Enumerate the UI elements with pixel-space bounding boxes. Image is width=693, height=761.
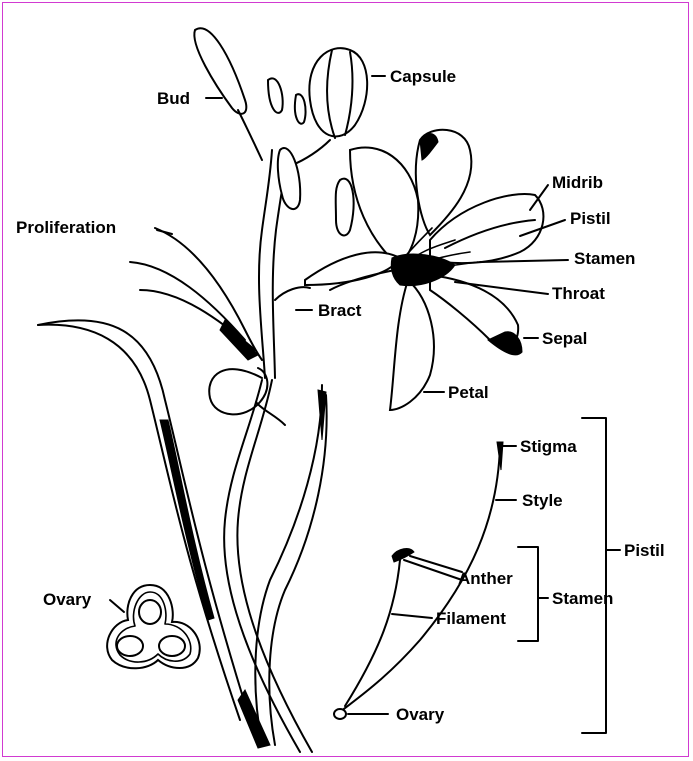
label-bract: Bract — [318, 301, 362, 320]
label-stamen-group: Stamen — [552, 589, 613, 608]
label-pistil: Pistil — [570, 209, 611, 228]
label-bud: Bud — [157, 89, 190, 108]
leaf-base-shading — [238, 690, 270, 748]
filament-shape — [345, 560, 400, 706]
label-throat: Throat — [552, 284, 605, 303]
long-leaf-shading — [160, 420, 214, 620]
upper-stem-left — [259, 150, 272, 378]
ovary-locule-1 — [139, 600, 161, 624]
label-proliferation: Proliferation — [16, 218, 116, 237]
label-pistil-group: Pistil — [624, 541, 665, 560]
bud-shape — [194, 28, 246, 114]
label-sepal: Sepal — [542, 329, 587, 348]
filament-leader — [392, 614, 432, 618]
bract-shape — [275, 287, 310, 300]
ovary-left-leader — [110, 600, 124, 612]
label-filament: Filament — [436, 609, 506, 628]
label-petal: Petal — [448, 383, 489, 402]
bud-stalk — [238, 110, 262, 160]
label-ovary-bottom: Ovary — [396, 705, 445, 724]
capsule-shape — [309, 48, 367, 136]
back-petal — [350, 147, 418, 265]
small-bud-2 — [295, 94, 306, 123]
ovary-locule-2 — [117, 636, 143, 656]
label-stamen: Stamen — [574, 249, 635, 268]
ovary-small — [334, 709, 346, 719]
ovary-locule-3 — [159, 636, 185, 656]
small-bud-1 — [268, 78, 283, 113]
side-bud — [336, 179, 354, 236]
label-midrib: Midrib — [552, 173, 603, 192]
proliferation-shading — [220, 320, 258, 360]
label-ovary-left: Ovary — [43, 590, 92, 609]
right-leaf-outer — [255, 385, 322, 745]
labels: Bud Capsule Proliferation Bract Midrib P… — [16, 67, 665, 724]
capsule-stalk — [292, 140, 330, 165]
label-anther: Anther — [458, 569, 513, 588]
stamen-bracket — [518, 547, 538, 641]
label-capsule: Capsule — [390, 67, 456, 86]
stem-right-edge — [237, 380, 312, 752]
label-style: Style — [522, 491, 563, 510]
petal-shape — [390, 280, 434, 410]
pistil-bracket — [582, 418, 606, 733]
stem-left-edge — [224, 380, 300, 752]
ovary-cross-section — [107, 585, 200, 668]
label-stigma: Stigma — [520, 437, 577, 456]
right-leaf-inner — [269, 395, 326, 745]
